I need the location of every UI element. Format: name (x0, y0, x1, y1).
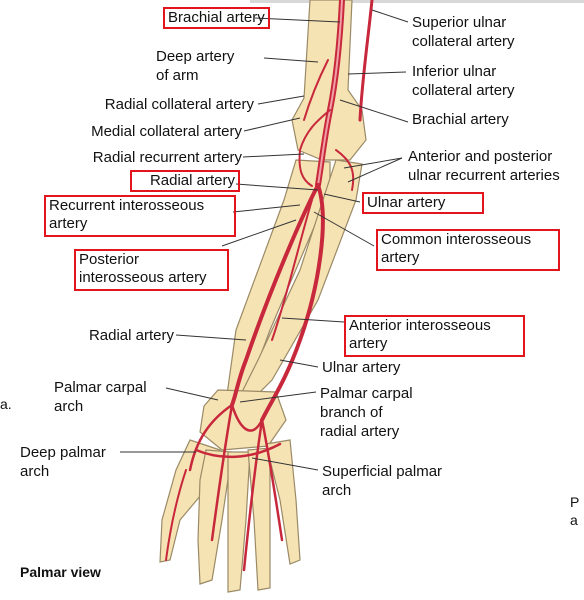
label-palmar-carpal-branch-line3: radial artery (320, 423, 400, 440)
label-common-interosseous-line2: artery (381, 249, 420, 266)
label-ulnar-artery-boxed: Ulnar artery (362, 192, 484, 214)
label-inferior-ulnar-line2: collateral artery (412, 82, 515, 99)
label-superficial-palmar-arch-line1: Superficial palmar (322, 463, 443, 480)
cropped-text-left: a. (0, 396, 12, 412)
label-inferior-ulnar-line1: Inferior ulnar (412, 63, 497, 80)
label-recurrent-interosseous-line1: Recurrent interosseous (49, 197, 205, 214)
window-top-edge (250, 0, 584, 3)
label-anterior-interosseous-line2: artery (349, 335, 388, 352)
label-common-interosseous-artery: Common interosseous artery (376, 229, 560, 271)
label-common-interosseous-line1: Common interosseous (381, 231, 532, 248)
label-superior-ulnar-line2: collateral artery (412, 33, 515, 50)
arteries (165, 0, 374, 572)
label-recurrent-interosseous-artery: Recurrent interosseous artery (44, 195, 236, 237)
label-brachial-artery-top: Brachial artery (163, 7, 270, 29)
label-superficial-palmar-arch-line2: arch (322, 482, 352, 499)
label-anterior-interosseous-artery: Anterior interosseous artery (344, 315, 525, 357)
view-caption: Palmar view (20, 564, 101, 580)
label-palmar-carpal-branch-line2: branch of (320, 404, 383, 421)
label-recurrent-interosseous-line2: artery (49, 215, 88, 232)
label-anterior-interosseous-line1: Anterior interosseous (349, 317, 491, 334)
cropped-text-right-2: a (570, 512, 578, 528)
label-brachial-artery-right: Brachial artery (412, 111, 509, 128)
label-medial-collateral-artery: Medial collateral artery (91, 123, 242, 140)
label-ulnar-recurrent-line2: ulnar recurrent arteries (408, 167, 560, 184)
label-deep-artery-line2: of arm (156, 67, 199, 84)
label-palmar-carpal-branch-line1: Palmar carpal (320, 385, 413, 402)
label-ulnar-artery-low: Ulnar artery (322, 359, 401, 376)
label-palmar-carpal-arch-line2: arch (54, 398, 84, 415)
label-posterior-interosseous-line2: interosseous artery (79, 269, 207, 286)
label-radial-artery-boxed: Radial artery (130, 170, 240, 192)
label-deep-palmar-arch-line1: Deep palmar (20, 444, 106, 461)
label-superior-ulnar-line1: Superior ulnar (412, 14, 507, 31)
label-ulnar-recurrent-line1: Anterior and posterior (408, 148, 553, 165)
leader-lines (120, 9, 409, 471)
cropped-text-right-1: P (570, 494, 580, 510)
label-radial-recurrent-artery: Radial recurrent artery (92, 149, 242, 166)
label-palmar-carpal-arch-line1: Palmar carpal (54, 379, 147, 396)
label-radial-artery-low: Radial artery (88, 327, 174, 344)
label-posterior-interosseous-line1: Posterior (79, 251, 140, 268)
label-radial-collateral-artery: Radial collateral artery (104, 96, 254, 113)
label-deep-artery-line1: Deep artery (156, 48, 235, 65)
label-deep-palmar-arch-line2: arch (20, 463, 50, 480)
label-posterior-interosseous-artery: Posterior interosseous artery (74, 249, 229, 291)
